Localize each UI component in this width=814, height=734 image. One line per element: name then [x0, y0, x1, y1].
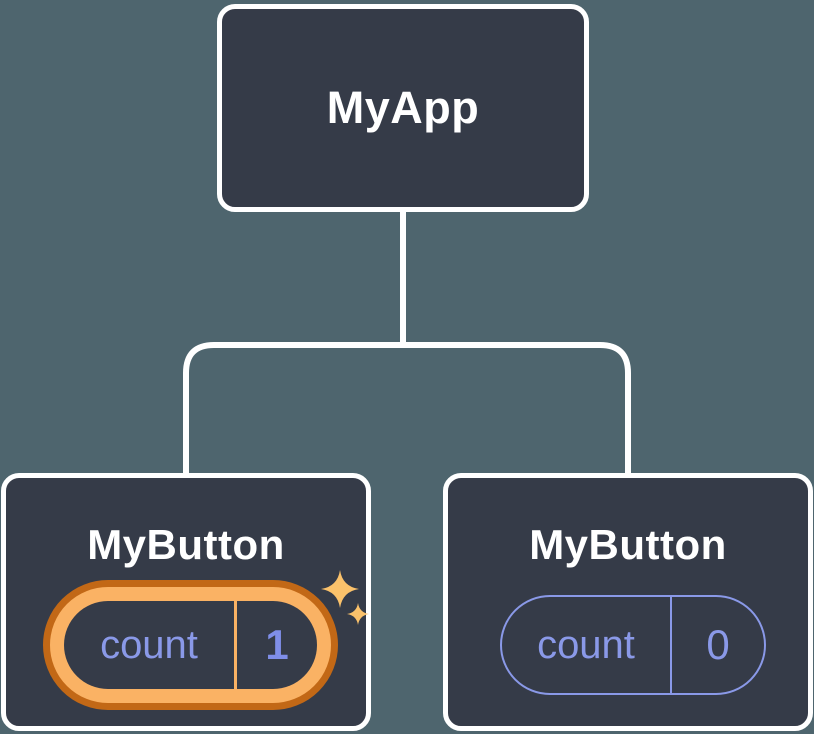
state-badge-divider — [670, 597, 672, 693]
state-key-label: count — [537, 622, 635, 667]
connector-children-bracket — [183, 342, 631, 474]
tree-node-child-left: MyButton count 1 — [1, 473, 371, 731]
sparkle-large-icon — [321, 570, 359, 608]
tree-node-child-right: MyButton count 0 — [443, 473, 813, 731]
child-node-label: MyButton — [87, 521, 285, 568]
state-value-segment: 1 — [237, 601, 317, 689]
state-value-segment: 0 — [672, 597, 764, 693]
state-badge-highlighted: count 1 — [43, 580, 338, 710]
state-badge-plain: count 0 — [500, 595, 766, 695]
state-key-segment: count — [502, 597, 670, 693]
child-node-label: MyButton — [529, 521, 727, 568]
state-value-label: 1 — [265, 621, 289, 668]
state-badge-body: count 1 — [64, 601, 317, 689]
sparkle-small-icon — [347, 603, 369, 625]
tree-node-root: MyApp — [217, 4, 589, 212]
state-value-label: 0 — [706, 621, 730, 668]
root-node-label: MyApp — [326, 82, 480, 133]
state-key-segment: count — [64, 601, 234, 689]
state-key-label: count — [100, 622, 198, 667]
state-badge-divider — [234, 601, 237, 689]
sparkle-icon — [321, 570, 369, 625]
